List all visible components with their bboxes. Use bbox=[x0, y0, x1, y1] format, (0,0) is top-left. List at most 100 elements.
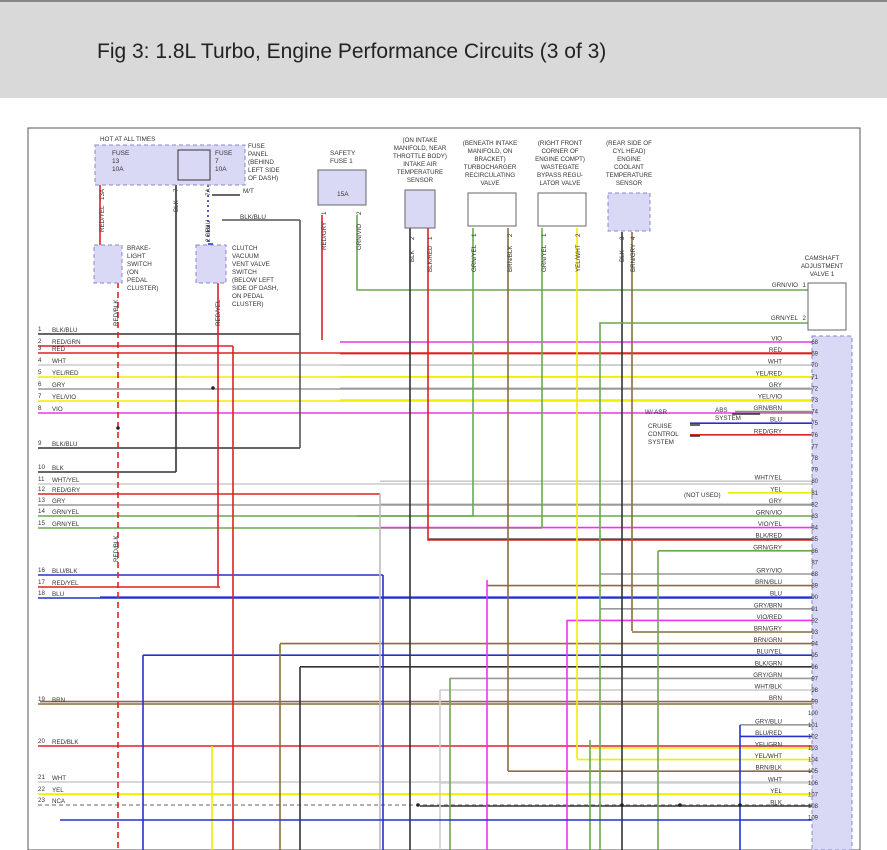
right-pin-label: YEL/WHT bbox=[754, 753, 782, 760]
right-pin-label: BLU/RED bbox=[755, 730, 782, 737]
left-pin-label: WHT bbox=[52, 358, 66, 365]
left-pin-label: GRN/YEL bbox=[52, 509, 80, 516]
left-pin-label: BLU bbox=[52, 591, 64, 598]
right-pin-label: BLK/GRN bbox=[755, 660, 782, 667]
ect-sensor-box bbox=[607, 192, 651, 232]
right-pin-label: GRN/BRN bbox=[753, 405, 782, 412]
camshaft-valve-label: ADJUSTMENT bbox=[801, 263, 843, 270]
right-pin-number: 87 bbox=[811, 560, 818, 566]
right-pin-number: 93 bbox=[811, 630, 818, 636]
right-pin-number: 89 bbox=[811, 584, 818, 590]
iat-sensor-label: INTAKE AIR bbox=[403, 161, 437, 168]
right-pin-number: 71 bbox=[811, 375, 818, 381]
brake-switch-label: (ON bbox=[127, 269, 139, 276]
left-pin-number: 14 bbox=[38, 508, 45, 515]
right-pin-number: 96 bbox=[811, 665, 818, 671]
brake-switch-label: SWITCH bbox=[127, 261, 152, 268]
right-pin-number: 90 bbox=[811, 595, 818, 601]
splice-dot bbox=[416, 803, 420, 807]
left-pin-label: RED/YEL bbox=[52, 580, 79, 587]
right-pin-label: GRN/GRY bbox=[753, 544, 782, 551]
cam-wire-label: GRN/VIO bbox=[772, 282, 798, 289]
splice-dot bbox=[116, 426, 120, 430]
abs-system-label: SYSTEM bbox=[715, 415, 741, 422]
fuse-panel-label: OF DASH) bbox=[248, 175, 278, 182]
right-pin-number: 107 bbox=[808, 792, 819, 798]
right-pin-label: BLU bbox=[770, 591, 782, 598]
right-pin-label: BLK bbox=[770, 800, 783, 807]
hot-at-all-times-label: HOT AT ALL TIMES bbox=[100, 136, 155, 143]
right-pin-label: BLU/YEL bbox=[757, 649, 783, 656]
fuse-panel-label: PANEL bbox=[248, 151, 269, 158]
right-pin-label: GRN/VIO bbox=[756, 510, 782, 517]
left-pin-label: GRY bbox=[52, 498, 65, 505]
camshaft-valve-label: CAMSHAFT bbox=[805, 255, 840, 262]
vertical-wire-label: 2 bbox=[575, 233, 582, 237]
safety-fuse-label: SAFETY bbox=[330, 150, 356, 157]
safety-fuse-rating: 15A bbox=[337, 191, 349, 198]
fuse-panel-label: FUSE bbox=[248, 143, 265, 150]
right-pin-label: GRY/VIO bbox=[756, 568, 782, 575]
fuse-panel-label: LEFT SIDE bbox=[248, 167, 280, 174]
right-pin-number: 86 bbox=[811, 549, 818, 555]
iat-sensor-label: (ON INTAKE bbox=[403, 137, 438, 144]
left-pin-number: 21 bbox=[38, 774, 45, 781]
splice-dot bbox=[678, 803, 682, 807]
right-pin-number: 85 bbox=[811, 537, 818, 543]
right-pin-number: 80 bbox=[811, 479, 818, 485]
right-pin-number: 104 bbox=[808, 758, 819, 764]
left-pin-number: 10 bbox=[38, 464, 45, 471]
iat-sensor-label: TEMPERATURE bbox=[397, 169, 443, 176]
right-pin-number: 94 bbox=[811, 642, 818, 648]
vertical-wire-label: RED/BLK bbox=[113, 535, 120, 562]
right-pin-number: 72 bbox=[811, 386, 818, 392]
right-pin-label: YEL bbox=[770, 486, 782, 493]
vertical-wire-label: 1 bbox=[321, 211, 328, 215]
cruise-system-label: CRUISE bbox=[648, 423, 672, 430]
safety-fuse-label: FUSE 1 bbox=[330, 158, 353, 165]
right-pin-label: BRN/BLU bbox=[755, 579, 782, 586]
vertical-wire-label: GRN/YEL bbox=[471, 244, 478, 272]
right-pin-label: BRN/GRY bbox=[754, 626, 782, 633]
left-pin-number: 15 bbox=[38, 520, 45, 527]
wire-grn-yel-cam bbox=[599, 322, 808, 850]
left-pin-label: YEL/RED bbox=[52, 370, 79, 377]
iat-sensor-label: MANIFOLD, NEAR bbox=[394, 145, 447, 152]
left-pin-label: BLK bbox=[52, 465, 65, 472]
left-pin-number: 22 bbox=[38, 786, 45, 793]
vertical-wire-label: BLK bbox=[173, 199, 180, 212]
vertical-wire-label: 7 bbox=[173, 188, 180, 192]
brake-switch-label: LIGHT bbox=[127, 253, 146, 260]
vertical-wire-label: 7A bbox=[205, 188, 212, 196]
splice-dot bbox=[620, 803, 624, 807]
vertical-wire-label: 3 bbox=[619, 236, 626, 240]
fuse7-label: 10A bbox=[215, 166, 227, 173]
wastegate-valve-label: WASTEGATE bbox=[541, 164, 579, 171]
vertical-wire-label: RED/YEL bbox=[99, 205, 106, 232]
ect-sensor-label: COOLANT bbox=[614, 164, 644, 171]
iat-sensor-box bbox=[404, 189, 436, 229]
cam-wire-pin: 2 bbox=[803, 315, 807, 322]
right-pin-number: 82 bbox=[811, 502, 818, 508]
recirc-valve-label: MANIFOLD, ON bbox=[468, 148, 513, 155]
wastegate-valve-label: ENGINE COMPT) bbox=[535, 156, 585, 163]
right-pin-number: 79 bbox=[811, 468, 818, 474]
left-pin-label: NCA bbox=[52, 798, 66, 805]
right-pin-label: BRN/GRN bbox=[753, 637, 782, 644]
vertical-wire-label: RED/BLK bbox=[113, 299, 120, 326]
ect-sensor-label: (REAR SIDE OF bbox=[606, 140, 652, 147]
brake-switch-label: PEDAL bbox=[127, 277, 148, 284]
clutch-switch-label: (BELOW LEFT bbox=[232, 277, 274, 284]
right-pin-label: YEL/GRN bbox=[755, 742, 782, 749]
vertical-wire-label: 2 bbox=[409, 236, 416, 240]
camshaft-valve-box bbox=[807, 282, 847, 331]
fuse7-label: 7 bbox=[215, 158, 219, 165]
left-pin-number: 1 bbox=[38, 326, 42, 333]
left-pin-label: BLK/BLU bbox=[52, 441, 77, 448]
wire-blk-red-iat bbox=[427, 228, 812, 541]
left-pin-number: 7 bbox=[38, 393, 42, 400]
ect-sensor-label: CYL HEAD) bbox=[613, 148, 646, 155]
right-pin-number: 69 bbox=[811, 352, 818, 358]
cam-wire-label: GRN/YEL bbox=[771, 315, 799, 322]
